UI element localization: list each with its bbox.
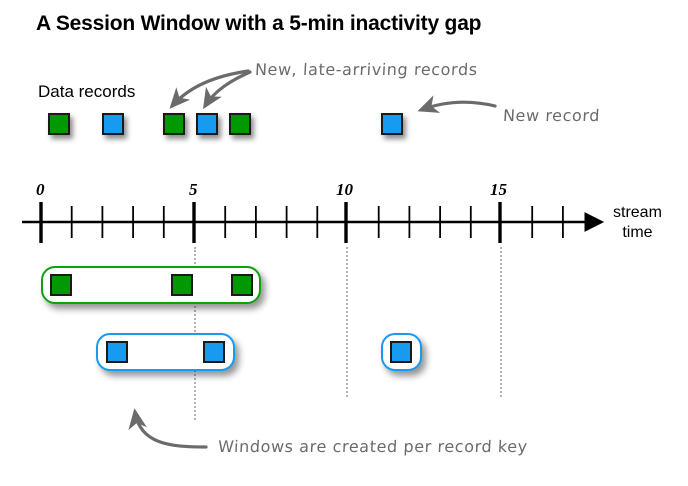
page-title: A Session Window with a 5-min inactivity… <box>36 12 482 35</box>
axis-major-ticks <box>39 202 502 243</box>
axis-tick-label-0: 0 <box>36 180 45 199</box>
record-square-blue-1 <box>102 113 124 135</box>
session-window-green <box>41 266 261 304</box>
arrow-late-records-2 <box>203 70 252 110</box>
arrow-new-record <box>417 95 497 113</box>
window-record-green-1 <box>50 274 72 296</box>
axis-title-stream-time: stream time <box>613 203 662 243</box>
guide-line-t10 <box>346 247 348 397</box>
record-square-blue-2 <box>196 113 218 135</box>
window-record-green-2 <box>171 274 193 296</box>
data-records-label: Data records <box>38 82 136 101</box>
axis-tick-label-5: 5 <box>189 180 198 199</box>
axis-title-line-2: time <box>622 224 653 241</box>
axis-title-line-1: stream <box>613 204 662 221</box>
axis-tick-label-10: 10 <box>336 180 353 199</box>
guide-line-t15 <box>500 247 502 397</box>
window-record-blue-1 <box>106 341 128 363</box>
window-record-green-3 <box>231 274 253 296</box>
axis-minor-ticks <box>70 206 564 238</box>
arrow-windows-per-key <box>128 408 208 449</box>
record-square-green-1 <box>48 113 70 135</box>
axis-tick-label-15: 15 <box>490 180 507 199</box>
window-record-blue-3 <box>390 341 412 363</box>
record-square-green-3 <box>229 113 251 135</box>
record-square-green-2 <box>163 113 185 135</box>
arrow-late-records-1 <box>169 69 250 109</box>
record-square-blue-3 <box>381 113 403 135</box>
window-record-blue-2 <box>203 341 225 363</box>
